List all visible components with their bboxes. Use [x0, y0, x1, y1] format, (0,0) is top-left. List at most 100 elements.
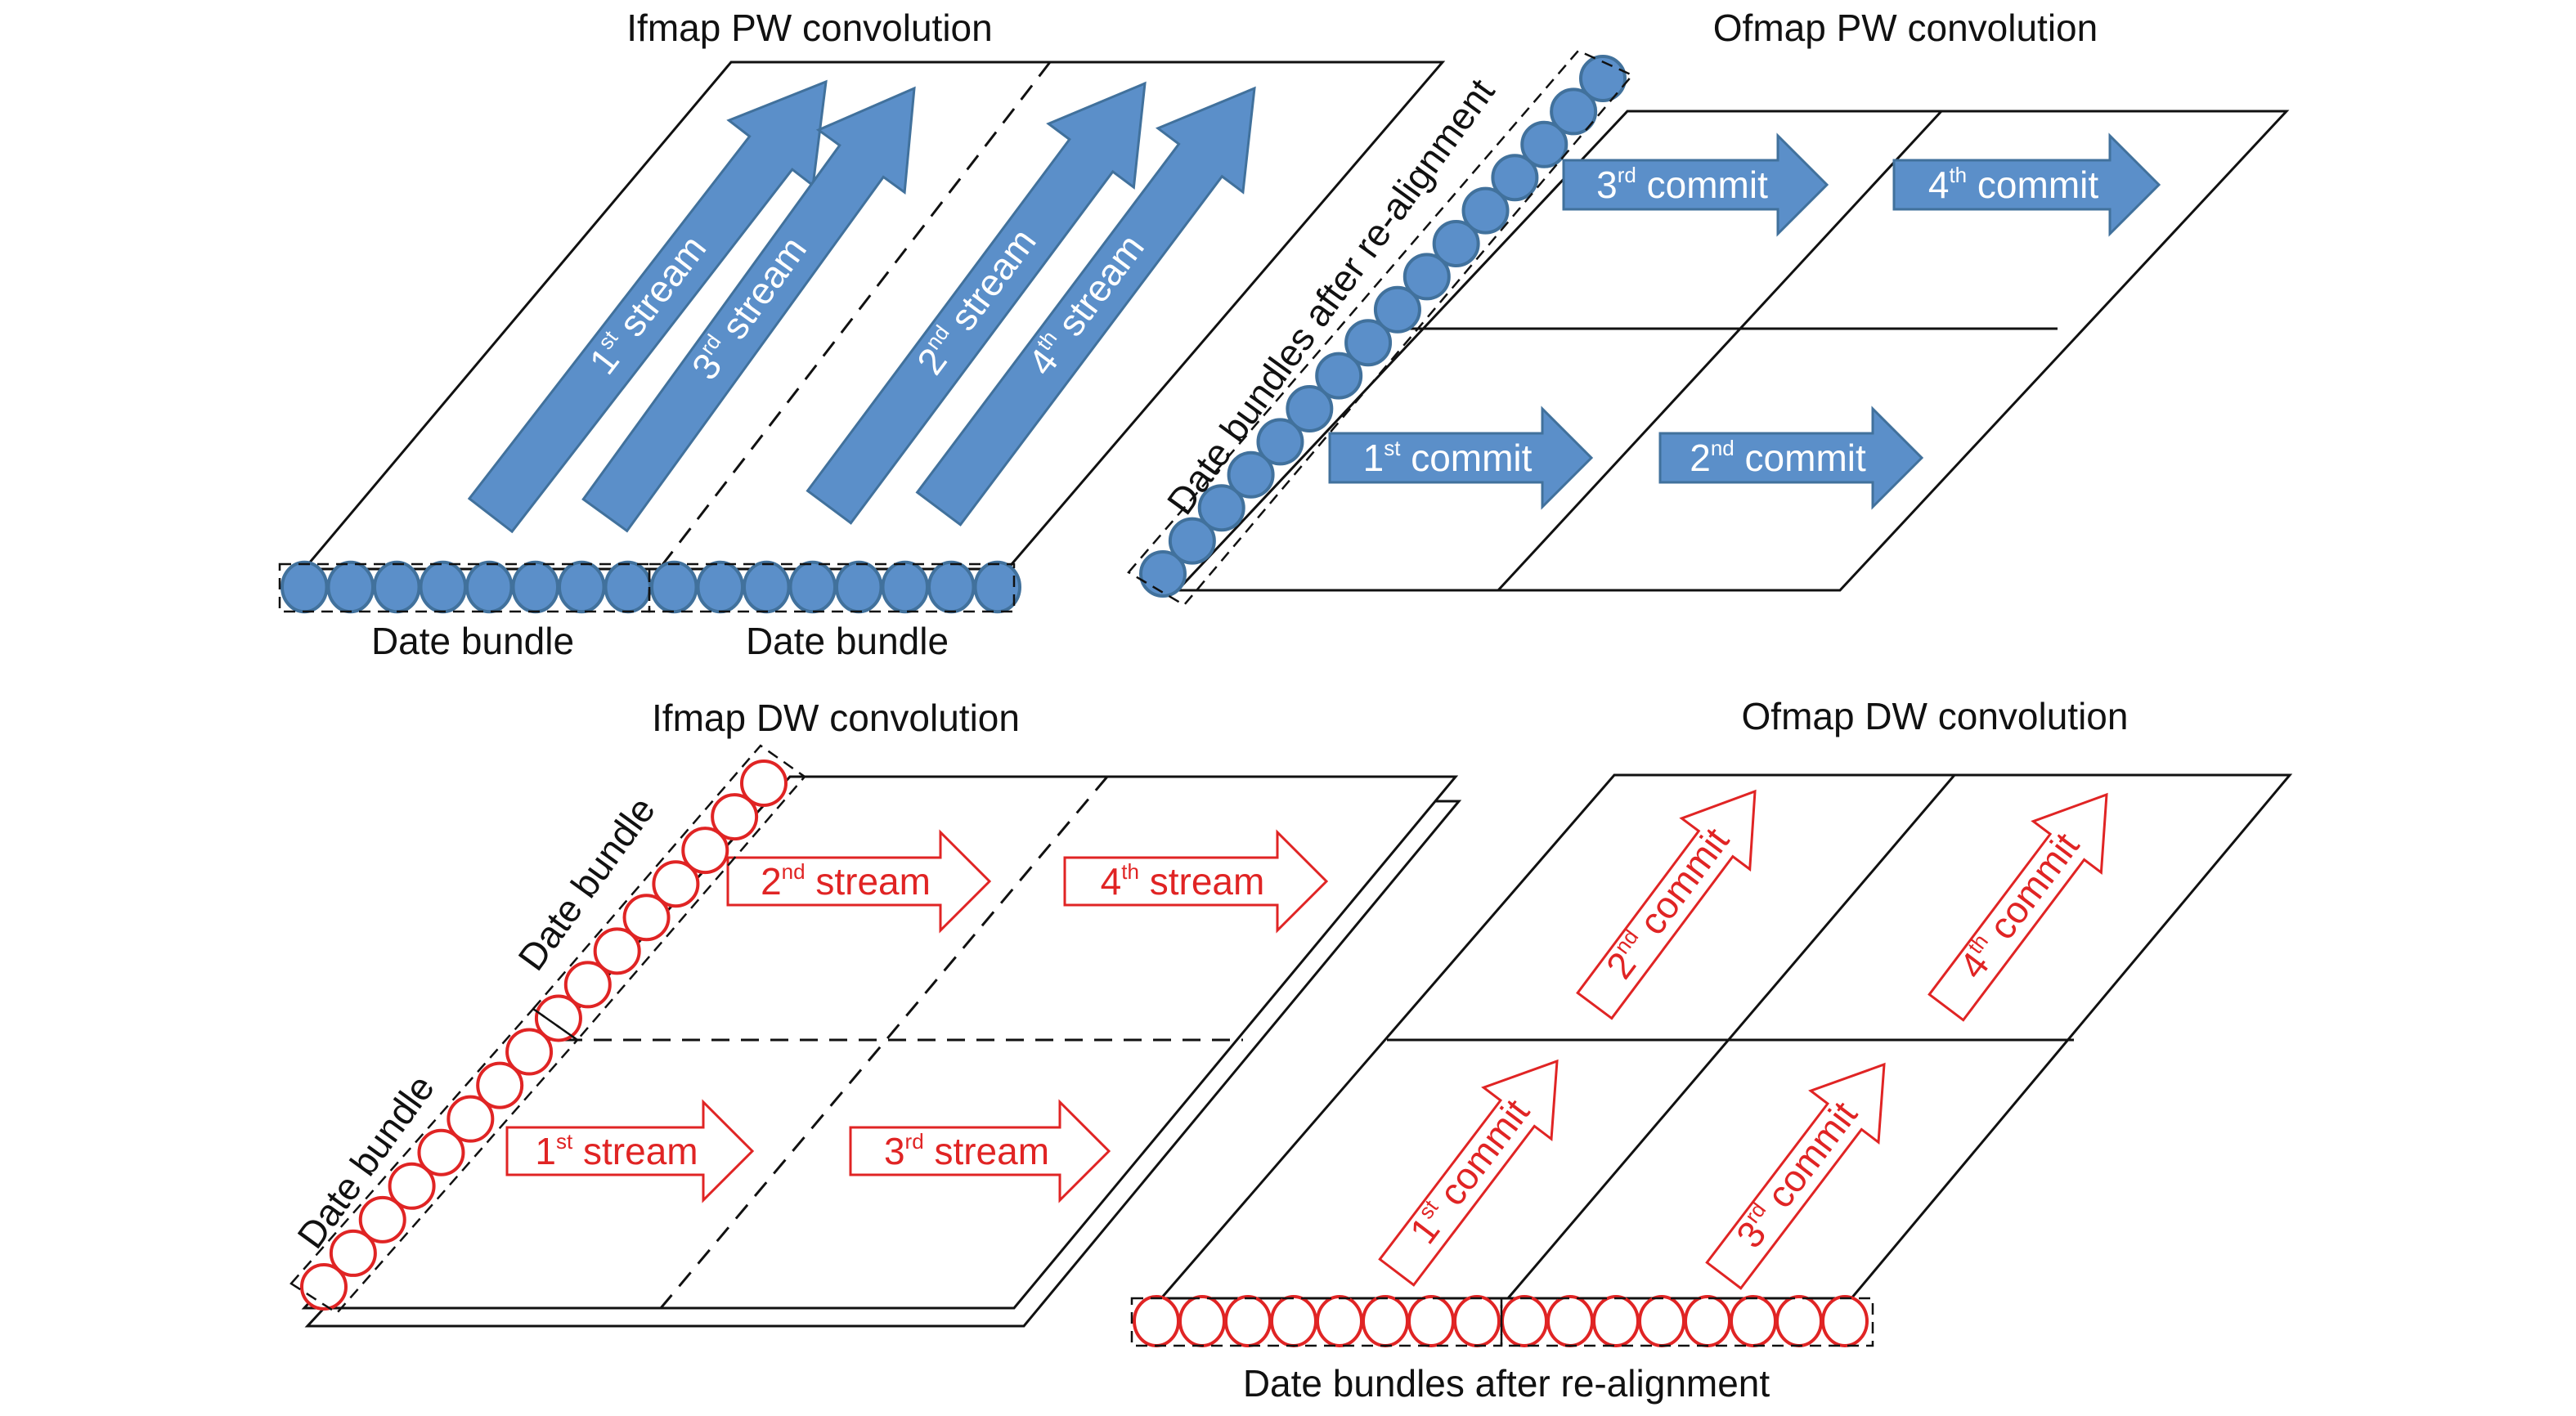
data-element: [622, 894, 671, 942]
ordinal-suffix: st: [556, 1129, 573, 1154]
data-element: [1197, 484, 1245, 532]
commit-arrow-label: 2nd commit: [1597, 819, 1738, 987]
data-element: [373, 560, 421, 614]
ofmap-dw-title: Ofmap DW convolution: [1742, 695, 2129, 737]
data-element: [881, 560, 929, 614]
arrow-word: commit: [1752, 1093, 1865, 1224]
stream-arrow-label: 2nd stream: [761, 859, 931, 903]
data-element: [1579, 55, 1627, 102]
ofmap-dw-bundle-box: [1500, 1297, 1874, 1347]
data-element: [973, 560, 1021, 614]
ordinal-number: 2: [1690, 437, 1711, 479]
stream-arrow-label: 3rd stream: [884, 1129, 1049, 1172]
ifmap-pw-title: Ifmap PW convolution: [626, 7, 992, 49]
data-element: [1286, 385, 1334, 432]
data-element: [1550, 87, 1598, 136]
commit-arrow: [1576, 789, 1757, 1020]
data-element: [604, 560, 652, 614]
arrow-word: commit: [1400, 437, 1532, 479]
data-element: [1638, 1295, 1685, 1347]
data-element: [1775, 1295, 1823, 1347]
data-element: [1227, 450, 1275, 499]
commit-arrow: [1705, 1062, 1886, 1290]
ifmap-pw-bundle-box: [648, 562, 1016, 613]
ordinal-suffix: th: [1949, 163, 1967, 187]
data-element: [1178, 1295, 1226, 1347]
arrow-word: commit: [1424, 1091, 1537, 1221]
data-element: [465, 560, 514, 614]
data-element: [1491, 154, 1539, 202]
ofmap-dw-vertical-divider: [1506, 774, 1956, 1299]
data-element: [696, 560, 744, 614]
ofmap-pw-vertical-divider: [1497, 110, 1943, 592]
data-element: [1592, 1295, 1640, 1347]
ofmap-pw-plane: [1174, 110, 2290, 592]
data-element: [1821, 1295, 1869, 1347]
arrow-word: commit: [1735, 437, 1866, 479]
arrow-word: commit: [1636, 164, 1768, 206]
commit-arrow: [1928, 792, 2108, 1022]
data-element: [534, 994, 582, 1042]
ordinal-number: 2: [761, 860, 782, 903]
data-element: [1684, 1295, 1731, 1347]
commit-arrow: [1378, 1059, 1559, 1287]
ordinal-suffix: th: [1121, 859, 1139, 884]
ordinal-suffix: st: [1384, 436, 1401, 460]
arrow-word: commit: [1974, 825, 2088, 956]
data-element: [1316, 1295, 1363, 1347]
commit-arrow-label: 3rd commit: [1596, 163, 1768, 206]
data-element: [505, 1028, 554, 1076]
data-element: [388, 1162, 436, 1210]
data-element: [1344, 319, 1393, 367]
data-element: [511, 560, 559, 614]
data-element: [681, 827, 729, 875]
ifmap-dw-title: Ifmap DW convolution: [652, 697, 1020, 739]
stream-arrow: [726, 829, 992, 934]
data-element: [558, 560, 606, 614]
commit-arrow: [1658, 406, 1924, 510]
arrow-word: stream: [806, 860, 931, 903]
data-element: [1432, 220, 1480, 267]
data-element: [1168, 517, 1216, 565]
commit-arrow: [1562, 132, 1829, 237]
data-element: [711, 793, 759, 841]
data-element: [326, 560, 375, 614]
ifmap-pw-divider: [657, 61, 1052, 570]
commit-arrow-label: 1st commit: [1363, 436, 1533, 479]
stream-arrow: [467, 79, 828, 534]
commit-arrow-label: 2nd commit: [1690, 436, 1866, 479]
data-element: [1461, 186, 1510, 235]
ordinal-number: 1: [1363, 437, 1384, 479]
data-element: [1501, 1295, 1548, 1347]
commit-arrow-label: 3rd commit: [1727, 1092, 1865, 1255]
data-element: [1224, 1295, 1272, 1347]
data-element: [1453, 1295, 1501, 1347]
ordinal-number: 1: [535, 1130, 556, 1172]
data-element: [1133, 1295, 1180, 1347]
data-element: [476, 1061, 524, 1109]
ofmap-pw-title: Ofmap PW convolution: [1713, 7, 2098, 49]
ofmap-pw-bundle-box: [1127, 49, 1635, 607]
data-element: [743, 560, 791, 614]
data-element: [1520, 120, 1568, 168]
ordinal-suffix: nd: [782, 859, 806, 884]
stream-arrow: [915, 86, 1256, 527]
data-element: [650, 560, 698, 614]
data-element: [447, 1095, 495, 1143]
ordinal-number: 4: [1928, 164, 1950, 206]
data-element: [788, 560, 837, 614]
arrow-word: stream: [572, 1130, 698, 1172]
arrow-word: stream: [1139, 860, 1264, 903]
commit-arrow-label: 4th commit: [1950, 824, 2087, 987]
data-element: [1407, 1295, 1455, 1347]
ofmap-dw-bundle-label: Date bundles after re-alignment: [1243, 1362, 1770, 1405]
data-element: [419, 560, 467, 614]
stream-arrow: [505, 1099, 755, 1203]
data-element: [1139, 550, 1187, 598]
stream-arrow: [806, 81, 1147, 525]
data-element: [1362, 1295, 1409, 1347]
data-element: [1730, 1295, 1777, 1347]
